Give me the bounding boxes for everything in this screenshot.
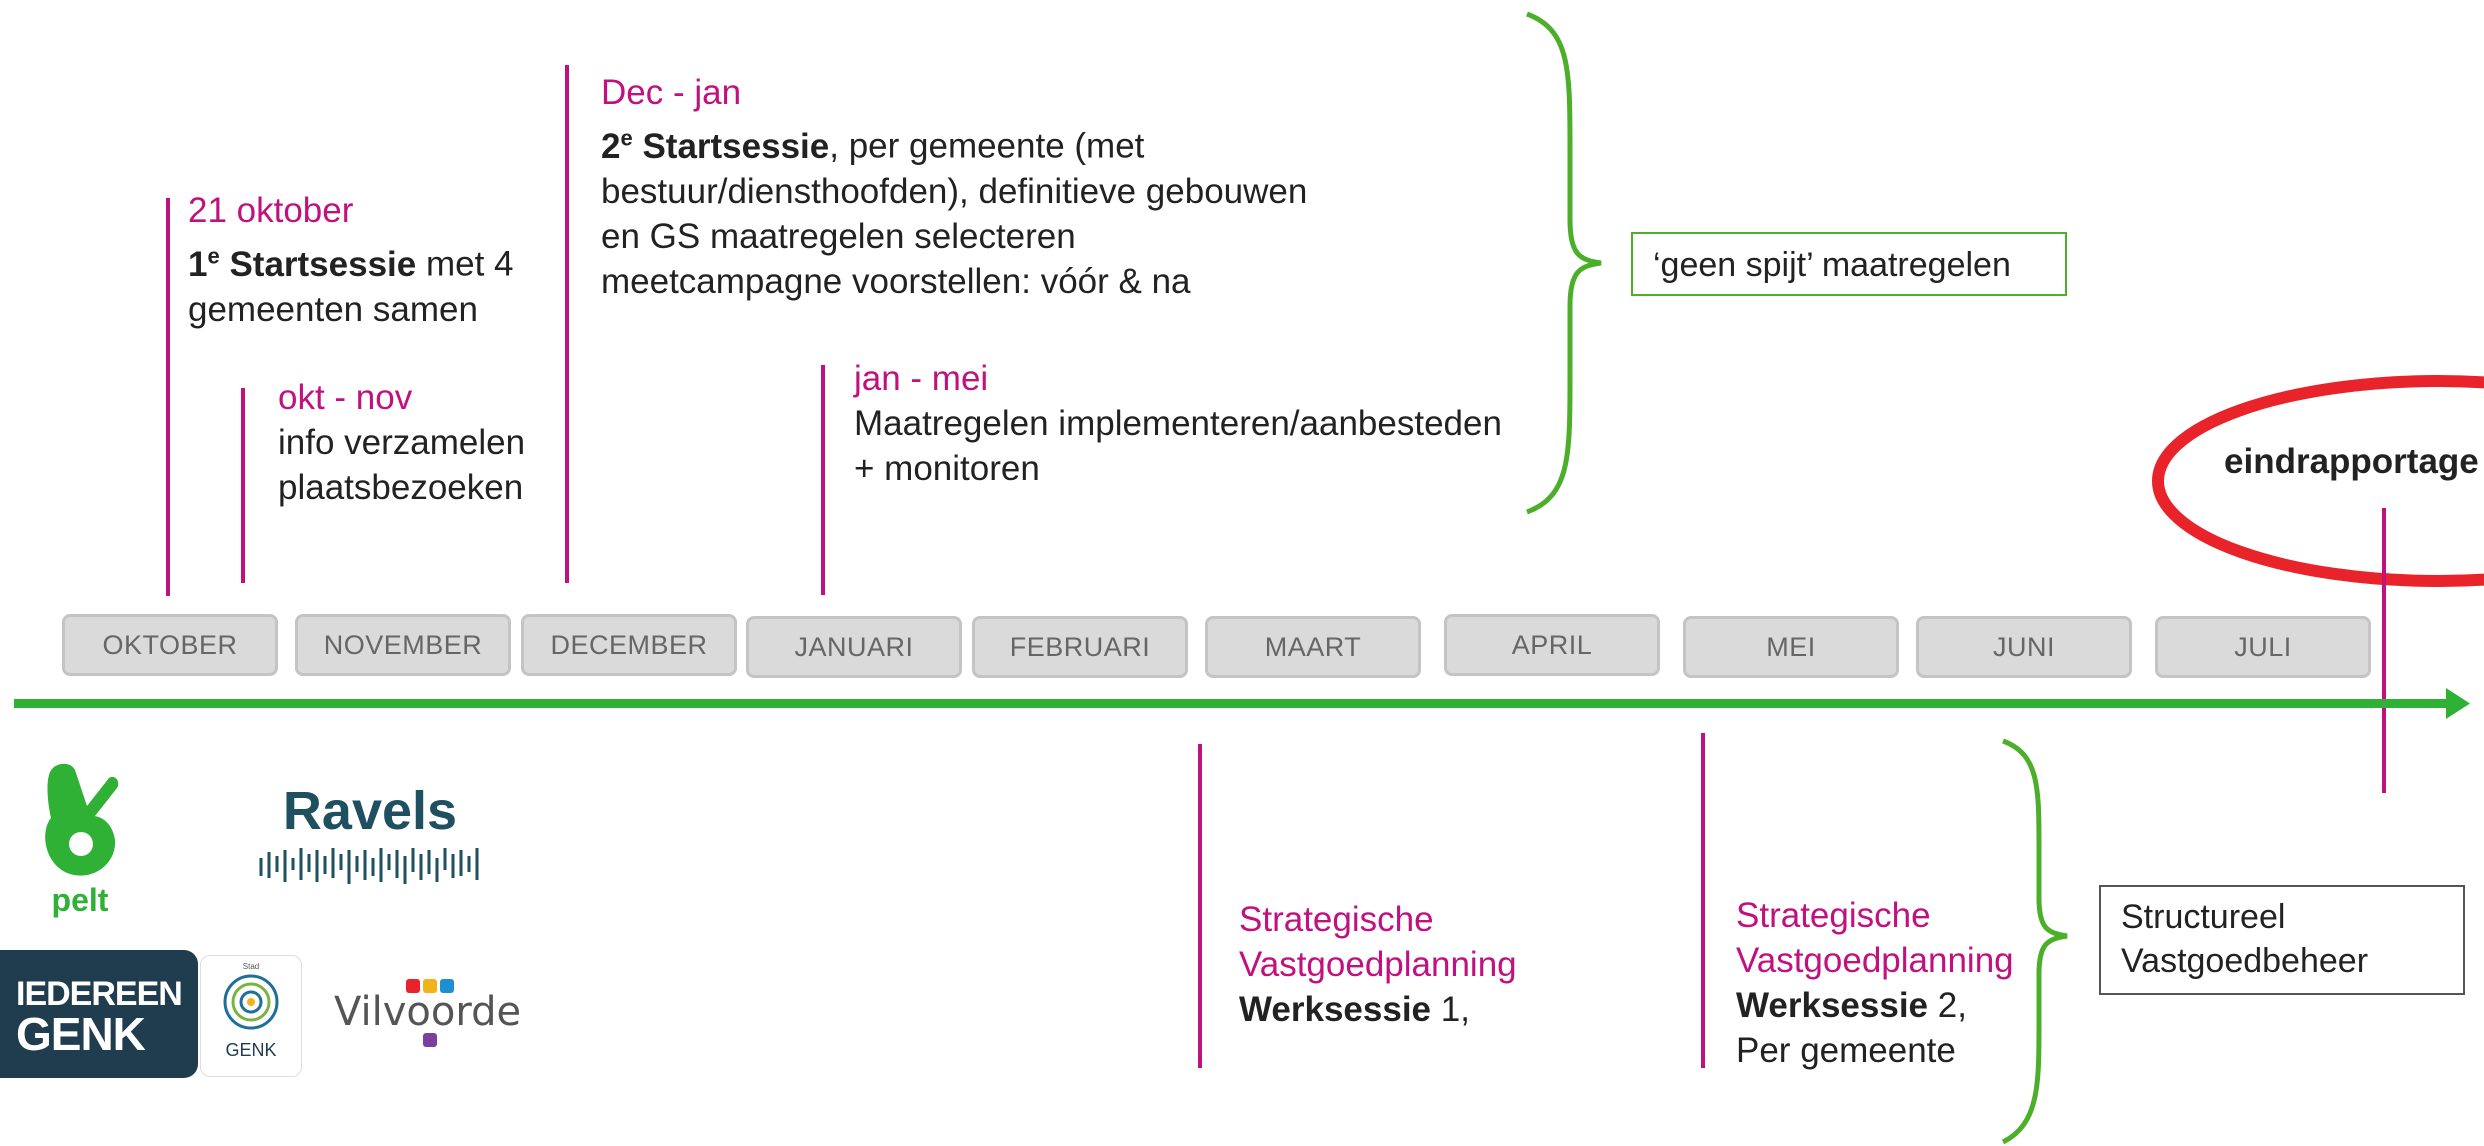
event-line-maart — [1198, 744, 1202, 1068]
pelt-logo: pelt — [35, 760, 125, 920]
event-text: Maatregelen implementeren/aanbesteden — [854, 404, 1502, 443]
month-januari: JANUARI — [746, 616, 962, 678]
event-text: bestuur/diensthoofden), definitieve gebo… — [601, 171, 1308, 211]
event-text: Werksessie 2, — [1736, 986, 1967, 1025]
event-date: jan - mei — [854, 359, 989, 398]
brace-upper — [1526, 11, 1602, 515]
month-juli: JULI — [2155, 616, 2371, 678]
event-text: plaatsbezoeken — [278, 468, 524, 507]
ravels-reeds-icon — [259, 848, 479, 884]
svg-text:Vilvoorde: Vilvoorde — [334, 989, 521, 1035]
event-text: + monitoren — [854, 449, 1040, 488]
genk-seal-icon — [223, 974, 279, 1030]
iedereen-label: IEDEREEN — [16, 975, 183, 1013]
event-text: info verzamelen — [278, 423, 526, 462]
event-date: Dec - jan — [601, 73, 742, 112]
event-line-janmei — [821, 365, 825, 595]
vilvoorde-logo-image: Vilvoorde — [334, 979, 521, 1047]
event-title: 1e Startsessie met 4 — [188, 243, 514, 284]
month-oktober: OKTOBER — [62, 614, 278, 676]
event-title: Vastgoedplanning — [1736, 941, 2014, 980]
event-decjan: Dec - jan 2e Startsessie, per gemeente (… — [601, 70, 1307, 304]
event-text: Werksessie 1, — [1239, 990, 1470, 1029]
timeline-arrow — [14, 688, 2470, 719]
genk-label: GENK — [16, 1008, 146, 1060]
structureel-line: Structureel — [2121, 898, 2286, 936]
event-line-mei — [1701, 733, 1705, 1068]
event-title: 2e Startsessie, per gemeente (met — [601, 125, 1145, 166]
month-maart: MAART — [1205, 616, 1421, 678]
genk-stad-label: Stad — [242, 962, 260, 971]
month-mei: MEI — [1683, 616, 1899, 678]
eindrapportage-label: eindrapportage — [2224, 442, 2479, 481]
event-date: okt - nov — [278, 378, 413, 417]
genk-seal-logo: Stad GENK — [200, 955, 302, 1077]
event-line-decjan — [565, 65, 569, 583]
vilvoorde-logo: Vilvoorde — [330, 975, 550, 1055]
month-februari: FEBRUARI — [972, 616, 1188, 678]
event-title: Strategische — [1239, 900, 1434, 939]
iedereen-genk-logo: IEDEREEN GENK — [0, 950, 198, 1078]
structureel-box: Structureel Vastgoedbeheer — [2099, 885, 2465, 995]
event-mei: Strategische Vastgoedplanning Werksessie… — [1736, 893, 2014, 1073]
genk-seal-label: GENK — [225, 1040, 277, 1060]
event-octnov: okt - nov info verzamelen plaatsbezoeken — [278, 375, 525, 510]
event-oct21: 21 oktober 1e Startsessie met 4 gemeente… — [188, 188, 514, 332]
ravels-logo: Ravels — [255, 780, 505, 910]
month-april: APRIL — [1444, 614, 1660, 676]
event-janmei: jan - mei Maatregelen implementeren/aanb… — [854, 356, 1502, 491]
eindrapportage-ellipse — [2152, 375, 2484, 587]
geen-spijt-box: ‘geen spijt’ maatregelen — [1631, 232, 2067, 296]
pelt-hand-icon — [45, 763, 119, 876]
structureel-line: Vastgoedbeheer — [2121, 942, 2369, 980]
month-juni: JUNI — [1916, 616, 2132, 678]
month-december: DECEMBER — [521, 614, 737, 676]
event-maart: Strategische Vastgoedplanning Werksessie… — [1239, 897, 1517, 1032]
eindrapportage-line — [2382, 508, 2386, 793]
event-line-octnov — [241, 388, 245, 583]
event-text: en GS maatregelen selecteren — [601, 216, 1076, 256]
event-line-oct21 — [166, 198, 170, 596]
event-text: meetcampagne voorstellen: vóór & na — [601, 261, 1191, 301]
event-text: Per gemeente — [1736, 1031, 1956, 1070]
event-title: Vastgoedplanning — [1239, 945, 1517, 984]
pelt-label: pelt — [51, 882, 109, 918]
event-date: 21 oktober — [188, 191, 354, 230]
ravels-label: Ravels — [282, 781, 458, 841]
month-november: NOVEMBER — [295, 614, 511, 676]
brace-lower — [2001, 738, 2068, 1145]
event-text: gemeenten samen — [188, 289, 478, 329]
event-title: Strategische — [1736, 896, 1931, 935]
